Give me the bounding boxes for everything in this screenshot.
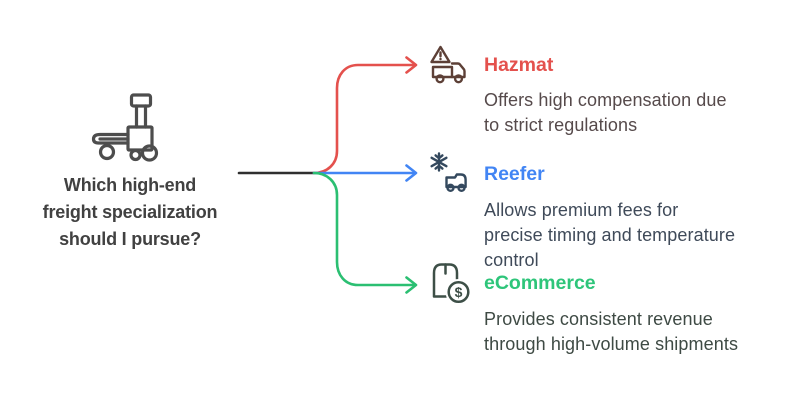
hazmat-description-line: to strict regulations [484, 115, 638, 135]
pallet-jack-icon [91, 93, 159, 162]
ecommerce-branch-line [312, 171, 417, 287]
reefer-arrowhead-icon [405, 164, 418, 182]
ecommerce-bag-dollar-icon: $ [432, 263, 472, 305]
hazmat-arrowhead-icon [405, 56, 418, 74]
reefer-description-line: Allows premium fees for [484, 200, 679, 220]
dollar-sign-glyph: $ [455, 284, 463, 300]
question-line: Which high-end [63, 175, 197, 195]
hazmat-description: Offers high compensation due to strict r… [484, 88, 727, 138]
ecommerce-description-line: Provides consistent revenue [484, 309, 713, 329]
question-line: freight specialization [42, 202, 218, 222]
reefer-description-line: precise timing and temperature [484, 225, 736, 245]
question-line: should I pursue? [59, 229, 201, 249]
ecommerce-description: Provides consistent revenue through high… [484, 307, 738, 357]
hazmat-warning-truck-icon [430, 45, 466, 84]
reefer-description-line: control [484, 250, 539, 270]
ecommerce-label: eCommerce [484, 272, 596, 294]
ecommerce-arrowhead-icon [405, 276, 418, 294]
reefer-description: Allows premium fees for precise timing a… [484, 198, 735, 273]
hazmat-description-line: Offers high compensation due [484, 90, 727, 110]
reefer-label: Reefer [484, 163, 545, 185]
hazmat-branch-line [312, 63, 417, 175]
hazmat-label: Hazmat [484, 54, 554, 76]
reefer-snowflake-truck-icon [430, 152, 467, 192]
ecommerce-description-line: through high-volume shipments [484, 334, 739, 354]
question-text: Which high-end freight specialization sh… [18, 172, 242, 253]
